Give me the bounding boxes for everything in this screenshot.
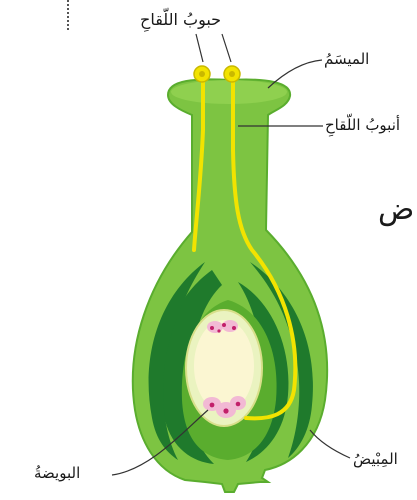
ovary-label: المِبْيضُ: [353, 452, 398, 467]
stigma-cap: [171, 80, 287, 104]
stigma-label: الميسَمُ: [324, 52, 369, 67]
pollen-tube-label: أنبوبُ اللّقاحِ: [325, 118, 400, 133]
ovule-label: البويضةُ: [34, 466, 80, 481]
leader-ovary: [310, 430, 350, 458]
ovule-inner: [194, 320, 254, 412]
partial-text-fragment: ض: [378, 195, 414, 225]
pollen-grain-left: [194, 66, 210, 82]
leader-pollen: [196, 34, 231, 62]
pollen-grain-right: [224, 66, 240, 82]
pollen-grains-label: حبوبُ اللّقاحِ: [140, 12, 221, 28]
